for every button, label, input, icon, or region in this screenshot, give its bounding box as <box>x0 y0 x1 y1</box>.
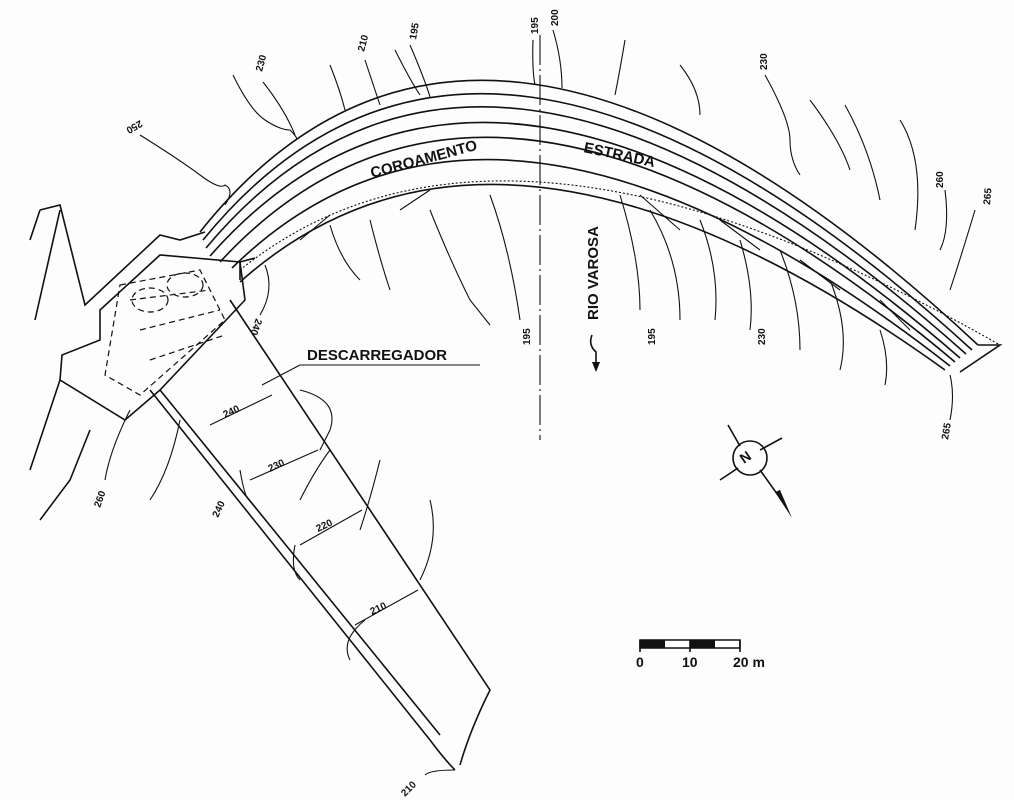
north-label: N <box>737 448 754 467</box>
contour-label-210: 210 <box>399 779 419 799</box>
contour-label-195: 195 <box>647 328 658 345</box>
scale-label-10: 10 <box>682 654 698 670</box>
scale-label-0: 0 <box>636 654 644 670</box>
left-abutment <box>29 204 246 521</box>
contour-label-265: 265 <box>940 422 954 441</box>
contour-label-195: 195 <box>408 22 422 41</box>
road-label: ESTRADA <box>582 139 657 171</box>
contour-label-240: 240 <box>211 499 228 519</box>
contour-label-210: 210 <box>356 33 371 52</box>
spillway-level-210: 210 <box>369 601 389 618</box>
contour-label-200: 200 <box>550 9 561 26</box>
contour-label-230: 230 <box>757 328 768 345</box>
contour-label-230: 230 <box>759 53 770 70</box>
river-flow-arrowhead <box>592 362 600 372</box>
dam-body <box>199 79 1003 373</box>
spillway-level-240: 240 <box>222 404 242 421</box>
spillway-level-230: 230 <box>267 458 287 475</box>
contour-label-250: 250 <box>124 117 144 135</box>
spillway-leader-line <box>261 364 480 386</box>
contour-lines <box>104 29 976 776</box>
contour-label-230: 230 <box>254 53 269 72</box>
scale-label-20m: 20 m <box>733 654 765 670</box>
scale-bar <box>639 639 741 652</box>
contour-label-195: 195 <box>530 17 541 34</box>
contour-label-260: 260 <box>92 489 108 509</box>
contour-label-265: 265 <box>982 187 994 205</box>
spillway-level-220: 220 <box>315 518 335 535</box>
spillway-channel <box>149 299 491 771</box>
contour-label-260: 260 <box>935 171 946 188</box>
spillway-label: DESCARREGADOR <box>307 347 447 364</box>
contour-label-240: 240 <box>247 317 263 337</box>
river-label: RIO VAROSA <box>585 226 602 320</box>
river-flow-arrow <box>589 334 597 370</box>
contour-label-195: 195 <box>522 328 533 345</box>
north-arrow <box>719 424 792 518</box>
